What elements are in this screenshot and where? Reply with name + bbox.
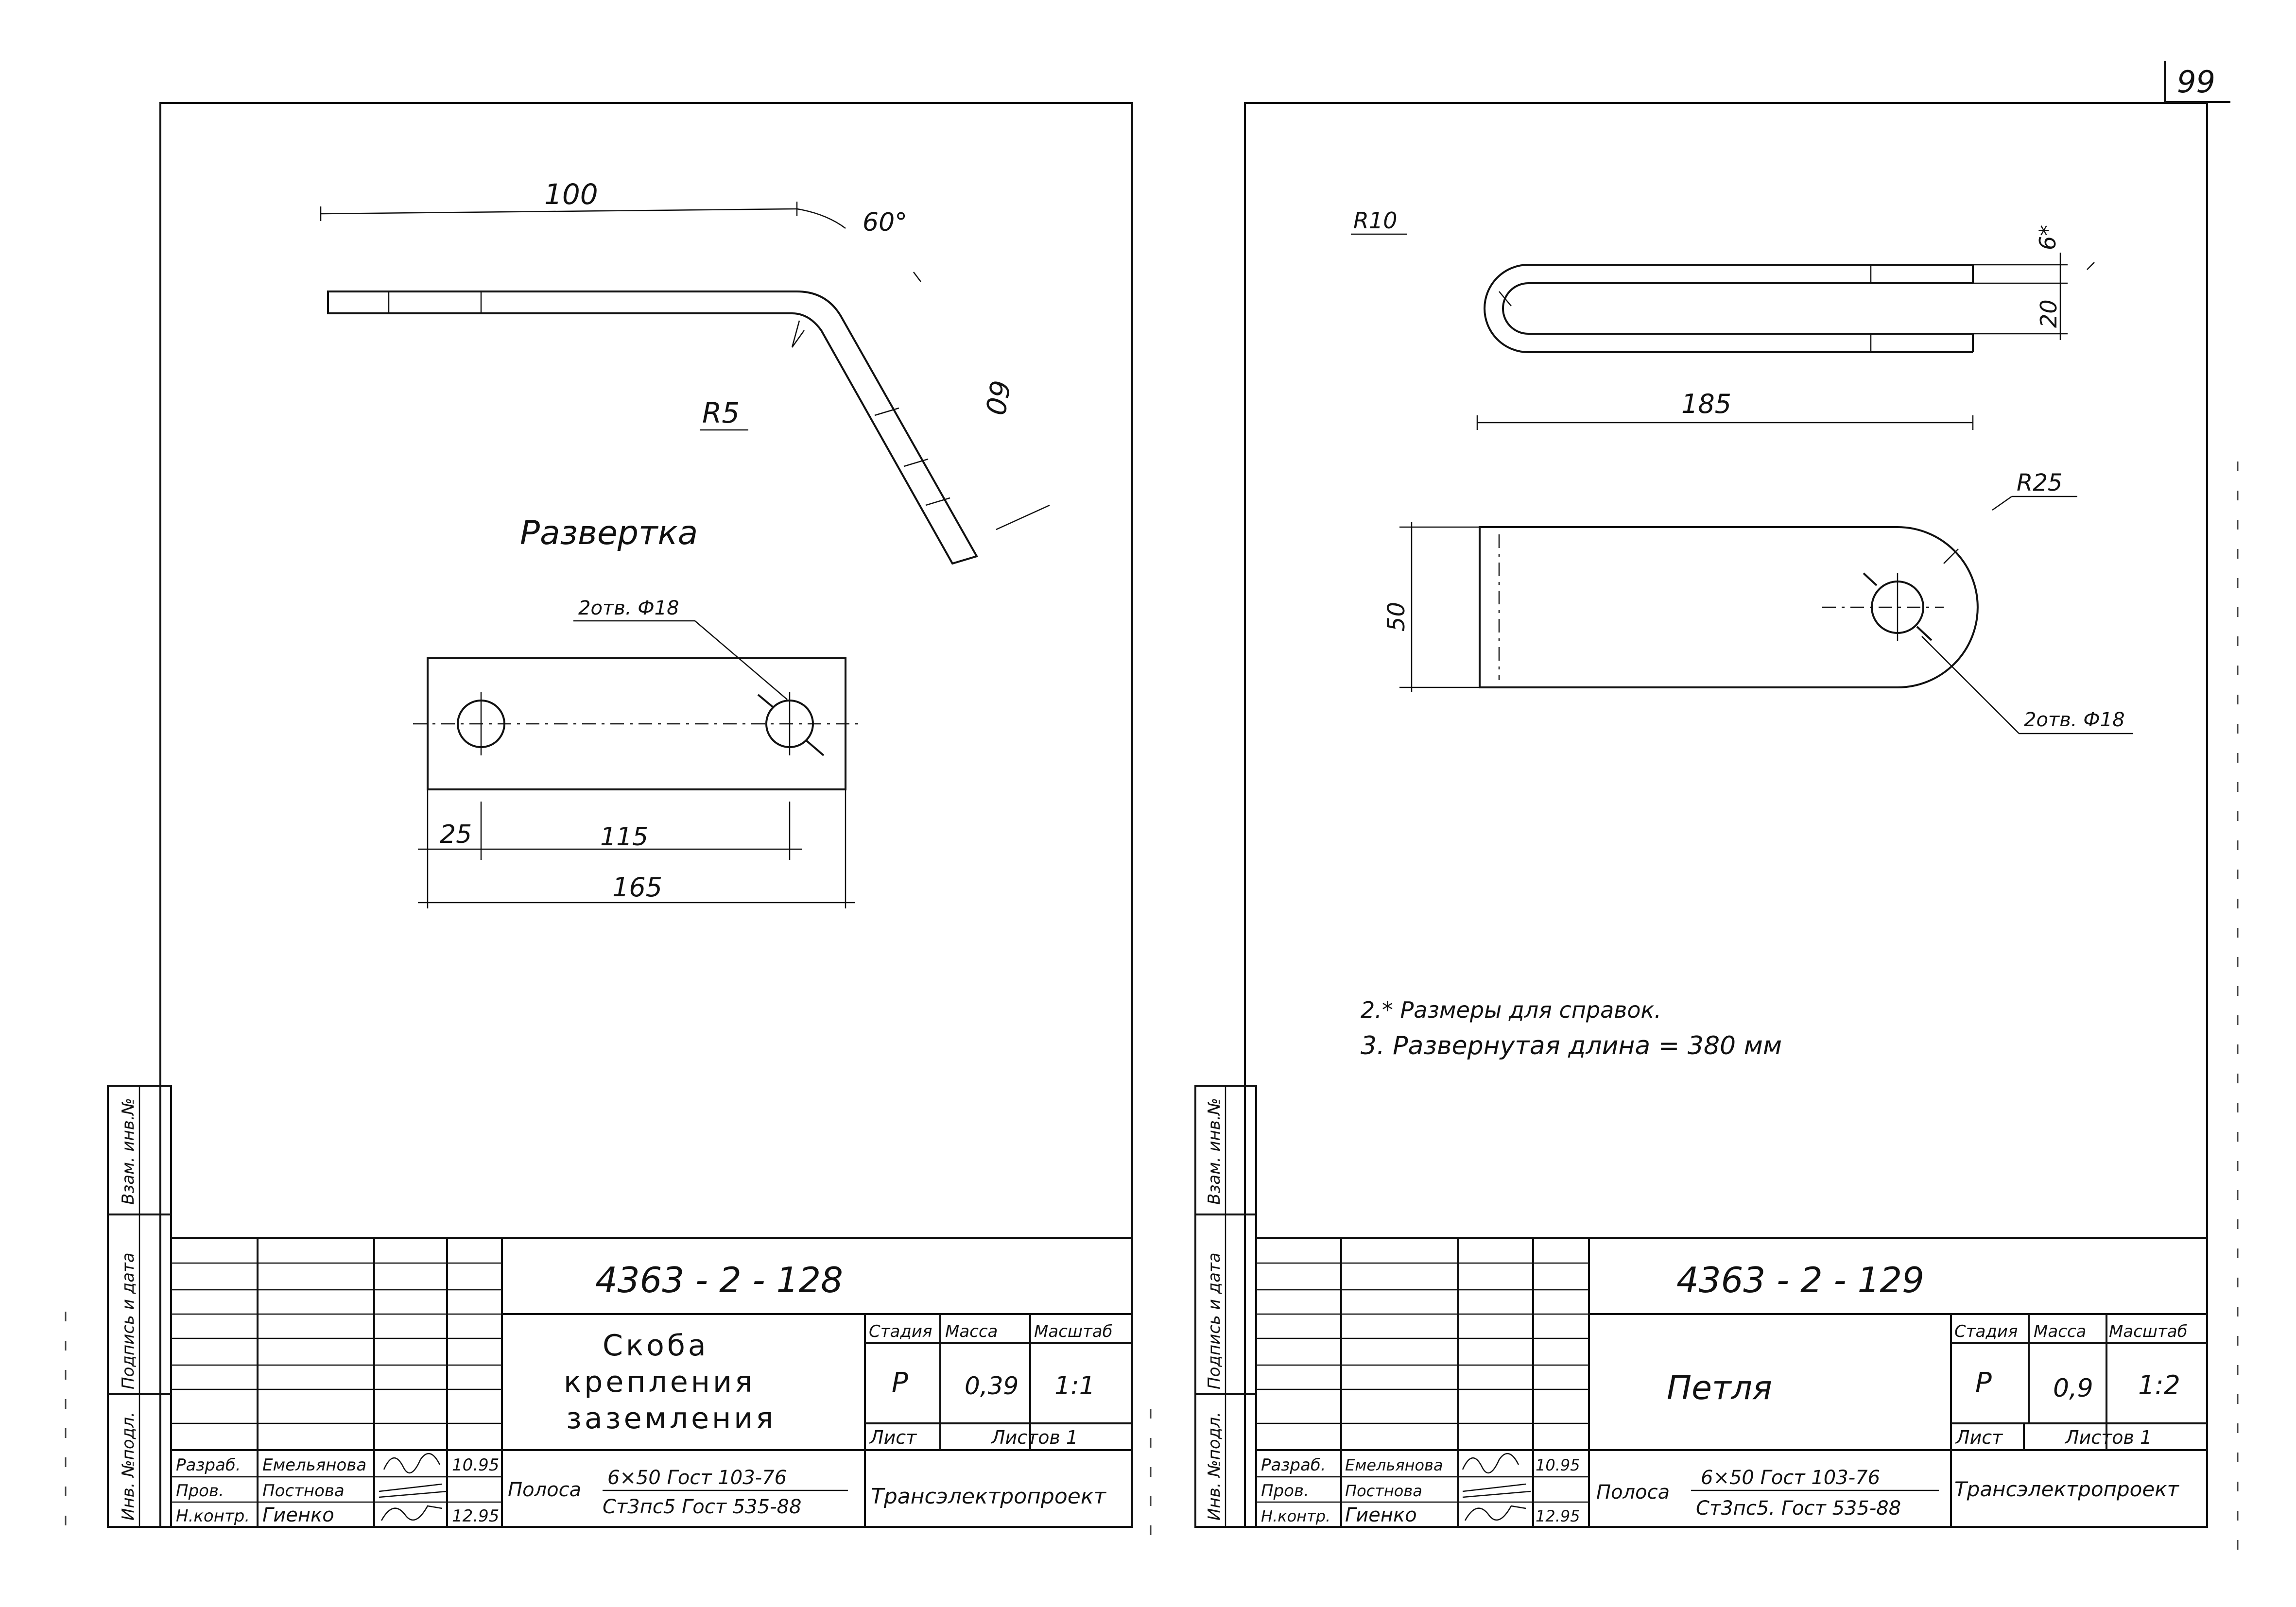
right-stage-value: Р (1975, 1367, 1992, 1399)
left-title-line-1: Скоба (603, 1329, 709, 1363)
strip-development: 25 115 165 (413, 657, 863, 908)
left-stage-value: Р (892, 1367, 908, 1399)
right-staff-role-1: Разраб. (1261, 1455, 1326, 1475)
left-doc-code: 4363 - 2 - 128 (595, 1260, 843, 1300)
left-stamp-inv: Инв. №подл. (119, 1412, 138, 1521)
left-stamp-vzam: Взам. инв.№ (119, 1098, 138, 1205)
left-company: Трансэлектропроект (871, 1484, 1106, 1509)
loop-side-view: 6* 20 R10 185 (1351, 207, 2095, 430)
right-staff-role-3: Н.контр. (1261, 1507, 1330, 1525)
right-staff-name-2: Постнова (1345, 1482, 1422, 1500)
left-staff-name-2: Постнова (262, 1481, 345, 1501)
right-staff-name-1: Емельянова (1345, 1456, 1443, 1474)
right-material-prefix: Полоса (1596, 1481, 1670, 1504)
right-staff-date-1: 10.95 (1536, 1456, 1580, 1474)
left-stamp-podpis: Подпись и дата (119, 1252, 138, 1389)
right-title-line-1: Петля (1667, 1369, 1772, 1407)
bracket-side-view: 100 60° 60 R5 (320, 178, 1050, 565)
right-sheets-label: Листов 1 (2064, 1427, 2152, 1448)
right-scale-value: 1:2 (2138, 1370, 2180, 1401)
dim-115: 115 (600, 822, 648, 852)
right-sheet-label: Лист (1955, 1427, 2003, 1448)
right-mass-value: 0,9 (2053, 1374, 2093, 1403)
left-mass-value: 0,39 (965, 1372, 1019, 1400)
left-staff-role-3: Н.контр. (176, 1506, 250, 1526)
left-staff-name-3: Гиенко (262, 1504, 334, 1526)
right-stamp-vzam: Взам. инв.№ (1205, 1098, 1224, 1205)
right-company: Трансэлектропроект (1954, 1477, 2180, 1501)
left-scale-value: 1:1 (1054, 1371, 1095, 1401)
radius-r5: R5 (702, 396, 740, 429)
right-title-block: 4363 - 2 - 129 Петля Стадия Масса Масшта… (1256, 1237, 2207, 1527)
right-mass-label: Масса (2034, 1322, 2086, 1341)
right-holes-note: 2отв. Ф18 (2024, 709, 2125, 731)
radius-r25: R25 (2017, 469, 2062, 496)
right-stamp-inv: Инв. №подл. (1205, 1412, 1224, 1521)
left-staff-role-1: Разраб. (176, 1455, 241, 1475)
left-holes-note: 2отв. Ф18 (578, 597, 679, 619)
right-staff-name-3: Гиенко (1345, 1504, 1417, 1526)
dim-angle: 60° (863, 208, 907, 237)
signature-right-3 (1464, 1505, 1526, 1521)
left-staff-date-3: 12.95 (452, 1506, 499, 1526)
left-frame (159, 102, 1133, 1528)
right-staff-role-2: Пров. (1261, 1481, 1309, 1501)
dim-50: 50 (1383, 602, 1410, 632)
left-title-block: 4363 - 2 - 128 Скоба крепления заземлени… (171, 1237, 1132, 1527)
left-staff-role-2: Пров. (176, 1481, 224, 1501)
left-sheets-label: Листов 1 (990, 1427, 1078, 1448)
dim-20: 20 (2036, 299, 2062, 328)
note-3: 3. Развернутая длина = 380 мм (1361, 1031, 1782, 1060)
signature-right-1 (1462, 1453, 1519, 1474)
left-mass-label: Масса (945, 1322, 998, 1341)
right-material-bottom: Ст3пс5. Гост 535-88 (1696, 1497, 1901, 1520)
right-material-top: 6×50 Гост 103-76 (1701, 1467, 1880, 1489)
dim-25: 25 (440, 820, 472, 849)
left-scale-label: Масштаб (1034, 1322, 1113, 1341)
signature-left-3 (380, 1505, 443, 1521)
dim-185: 185 (1681, 389, 1731, 419)
development-title: Развертка (520, 514, 698, 552)
left-title-line-3: заземления (566, 1402, 776, 1436)
left-material-top: 6×50 Гост 103-76 (607, 1467, 787, 1489)
left-stage-label: Стадия (869, 1322, 932, 1341)
left-staff-name-1: Емельянова (262, 1455, 366, 1475)
dim-100: 100 (544, 178, 598, 211)
signature-right-2 (1462, 1483, 1531, 1498)
right-stamp-podpis: Подпись и дата (1205, 1252, 1224, 1389)
left-sheet: Взам. инв.№ Подпись и дата Инв. №подл. 1… (107, 102, 1133, 1528)
dim-165: 165 (612, 872, 662, 903)
right-stage-label: Стадия (1954, 1322, 2018, 1341)
loop-development: 50 R25 2отв. Ф18 (1383, 469, 2133, 735)
page-number: 99 (2177, 64, 2215, 100)
right-scale-label: Масштаб (2109, 1322, 2188, 1341)
signature-left-2 (379, 1483, 448, 1498)
left-staff-date-1: 10.95 (452, 1455, 499, 1475)
radius-r10: R10 (1353, 207, 1398, 234)
right-frame (1244, 102, 2208, 1528)
left-title-line-2: крепления (564, 1365, 755, 1399)
dim-6-star: 6* (2035, 225, 2061, 250)
left-sheet-label: Лист (869, 1427, 917, 1448)
left-material-bottom: Ст3пс5 Гост 535-88 (603, 1496, 801, 1518)
right-sheet: Взам. инв.№ Подпись и дата Инв. №подл. 6… (1194, 102, 2208, 1528)
signature-left-1 (383, 1453, 441, 1474)
page-number-box: 99 (2164, 61, 2230, 103)
left-material-prefix: Полоса (508, 1479, 581, 1501)
note-2: 2.* Размеры для справок. (1361, 997, 1661, 1023)
right-staff-date-3: 12.95 (1536, 1507, 1580, 1525)
dim-bend-length: 60 (979, 378, 1016, 417)
right-doc-code: 4363 - 2 - 129 (1676, 1260, 1924, 1300)
